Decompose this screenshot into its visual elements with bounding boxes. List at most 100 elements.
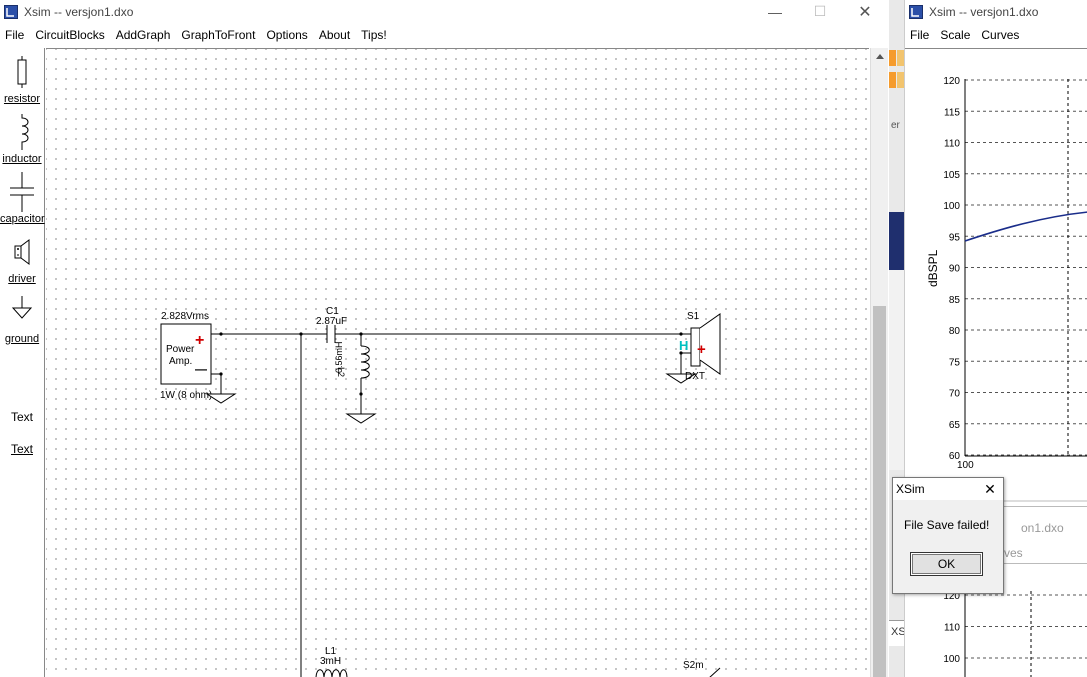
menu-graphtofront[interactable]: GraphToFront [181,28,256,42]
palette-label-text[interactable]: Text [10,442,33,456]
dialog-title: XSim [896,482,925,496]
y-tick-label: 85 [949,295,961,306]
second-menu-fragment: ves [1004,546,1023,560]
schematic-canvas[interactable]: 2.828Vrms Power Amp. + — 1W (8 ohm) C1 2… [46,48,869,677]
y-tick-label: 110 [944,139,960,150]
amp-minus-sign: — [195,362,207,376]
y-tick-label: 95 [949,232,961,243]
y-tick-label: 70 [949,389,961,400]
c1-value: 2.87uF [316,316,347,327]
strip-text: er [891,120,900,131]
second-y-tick-label: 110 [944,623,960,634]
palette-ground[interactable] [0,296,44,327]
minimize-button[interactable]: — [768,3,782,20]
c1-name: C1 [326,306,339,317]
l2-inductor[interactable] [360,345,370,379]
l2-ground[interactable] [345,413,377,424]
graph-menu-scale[interactable]: Scale [940,28,971,42]
palette-driver[interactable] [0,238,44,269]
y-tick-label: 75 [949,357,961,368]
spl-curve[interactable] [964,211,1087,242]
canvas-scrollbar[interactable] [870,48,888,677]
y-tick-label: 60 [949,451,961,462]
l2-value: 0.56mH [334,341,344,373]
y-axis-label: dBSPL [926,249,940,287]
menu-about[interactable]: About [318,28,351,42]
palette-label-inductor[interactable]: inductor [2,153,42,165]
y-tick-label: 120 [943,76,960,87]
maximize-button[interactable]: ☐ [813,3,827,19]
schematic-drawing: 2.828Vrms Power Amp. + — 1W (8 ohm) C1 2… [160,306,721,677]
l1-inductor[interactable] [315,669,348,677]
s2-driver[interactable] [709,667,721,677]
palette-label-capacitor[interactable]: capacitor [0,213,45,225]
scroll-up-arrow-icon[interactable] [872,48,887,65]
menu-bar: File CircuitBlocks AddGraph GraphToFront… [0,23,889,47]
s1-h-mark: H [679,338,688,353]
palette-label-driver[interactable]: driver [8,273,36,285]
l1-value: 3mH [320,656,341,667]
dialog-title-bar[interactable]: XSim [893,478,1003,500]
dialog-close-icon[interactable]: ✕ [984,480,996,497]
y-tick-label: 90 [949,264,961,275]
power-amp-block[interactable] [160,323,212,385]
inductor-icon [21,114,29,150]
amp-ground[interactable] [205,393,237,404]
strip-tab-text: XS [891,626,906,638]
s1-sub-label: DXT [685,371,705,382]
spl-graph: 120 115 110 105 100 95 90 85 80 75 70 65 60 100 dBSP… [926,76,1087,471]
error-dialog: XSim ✕ File Save failed! OK [892,477,1004,594]
l1-name: L1 [325,646,337,657]
app-icon [4,4,18,19]
y-tick-label: 105 [943,170,960,181]
amp-plus-sign: + [195,332,204,349]
s2-name: S2m [683,660,704,671]
s1-ground[interactable] [665,373,697,384]
palette-inductor[interactable] [0,114,44,153]
x-tick-label: 100 [957,460,974,471]
y-tick-label: 100 [943,201,960,212]
ok-button[interactable]: OK [910,552,983,576]
graph-menu-file[interactable]: File [910,28,930,42]
capacitor-icon [10,172,34,212]
graph-menu-bar: File Scale Curves [905,23,1087,47]
second-title-fragment: on1.dxo [1021,521,1064,535]
menu-addgraph[interactable]: AddGraph [115,28,171,42]
palette-label-ground[interactable]: ground [4,333,40,345]
main-window: Xsim -- versjon1.dxo — ☐ ✕ File CircuitB… [0,0,889,677]
palette-label-resistor[interactable]: resistor [3,93,41,105]
ground-icon [11,296,33,319]
second-graph: 120 110 100 [943,591,1087,677]
text-icon[interactable]: Text [10,410,33,424]
menu-circuitblocks[interactable]: CircuitBlocks [35,28,105,42]
y-tick-label: 65 [949,420,961,431]
palette-resistor[interactable] [0,56,44,91]
resistor-icon [17,56,27,88]
s1-name: S1 [687,311,700,322]
amp-label-line2: Amp. [169,356,192,367]
component-palette: resistor inductor capacitor driv [0,48,45,677]
amp-label-line1: Power [166,344,195,355]
palette-capacitor[interactable] [0,172,44,215]
second-y-tick-label: 120 [943,591,960,602]
second-y-tick-label: 100 [943,654,960,665]
menu-options[interactable]: Options [266,28,308,42]
amp-power-label: 1W (8 ohm) [160,390,212,401]
dialog-message: File Save failed! [904,518,990,532]
graph-window-title: Xsim -- versjon1.dxo [929,4,1039,19]
y-tick-label: 115 [944,107,960,118]
menu-tips[interactable]: Tips! [361,28,387,42]
y-tick-label: 80 [949,326,961,337]
window-title: Xsim -- versjon1.dxo [24,4,134,19]
driver-icon [14,239,30,265]
title-bar[interactable]: Xsim -- versjon1.dxo [0,0,889,23]
s1-plus-sign: + [697,341,706,358]
close-button[interactable]: ✕ [858,3,872,21]
menu-file[interactable]: File [5,28,25,42]
graph-panel[interactable]: 120 115 110 105 100 95 90 85 80 75 70 65 60 100 dBSP… [905,48,1087,501]
graph-title-bar[interactable]: Xsim -- versjon1.dxo [905,0,1087,23]
scroll-thumb[interactable] [873,306,886,677]
graph-app-icon [909,4,923,19]
amp-voltage-label: 2.828Vrms [161,311,209,322]
graph-menu-curves[interactable]: Curves [981,28,1020,42]
